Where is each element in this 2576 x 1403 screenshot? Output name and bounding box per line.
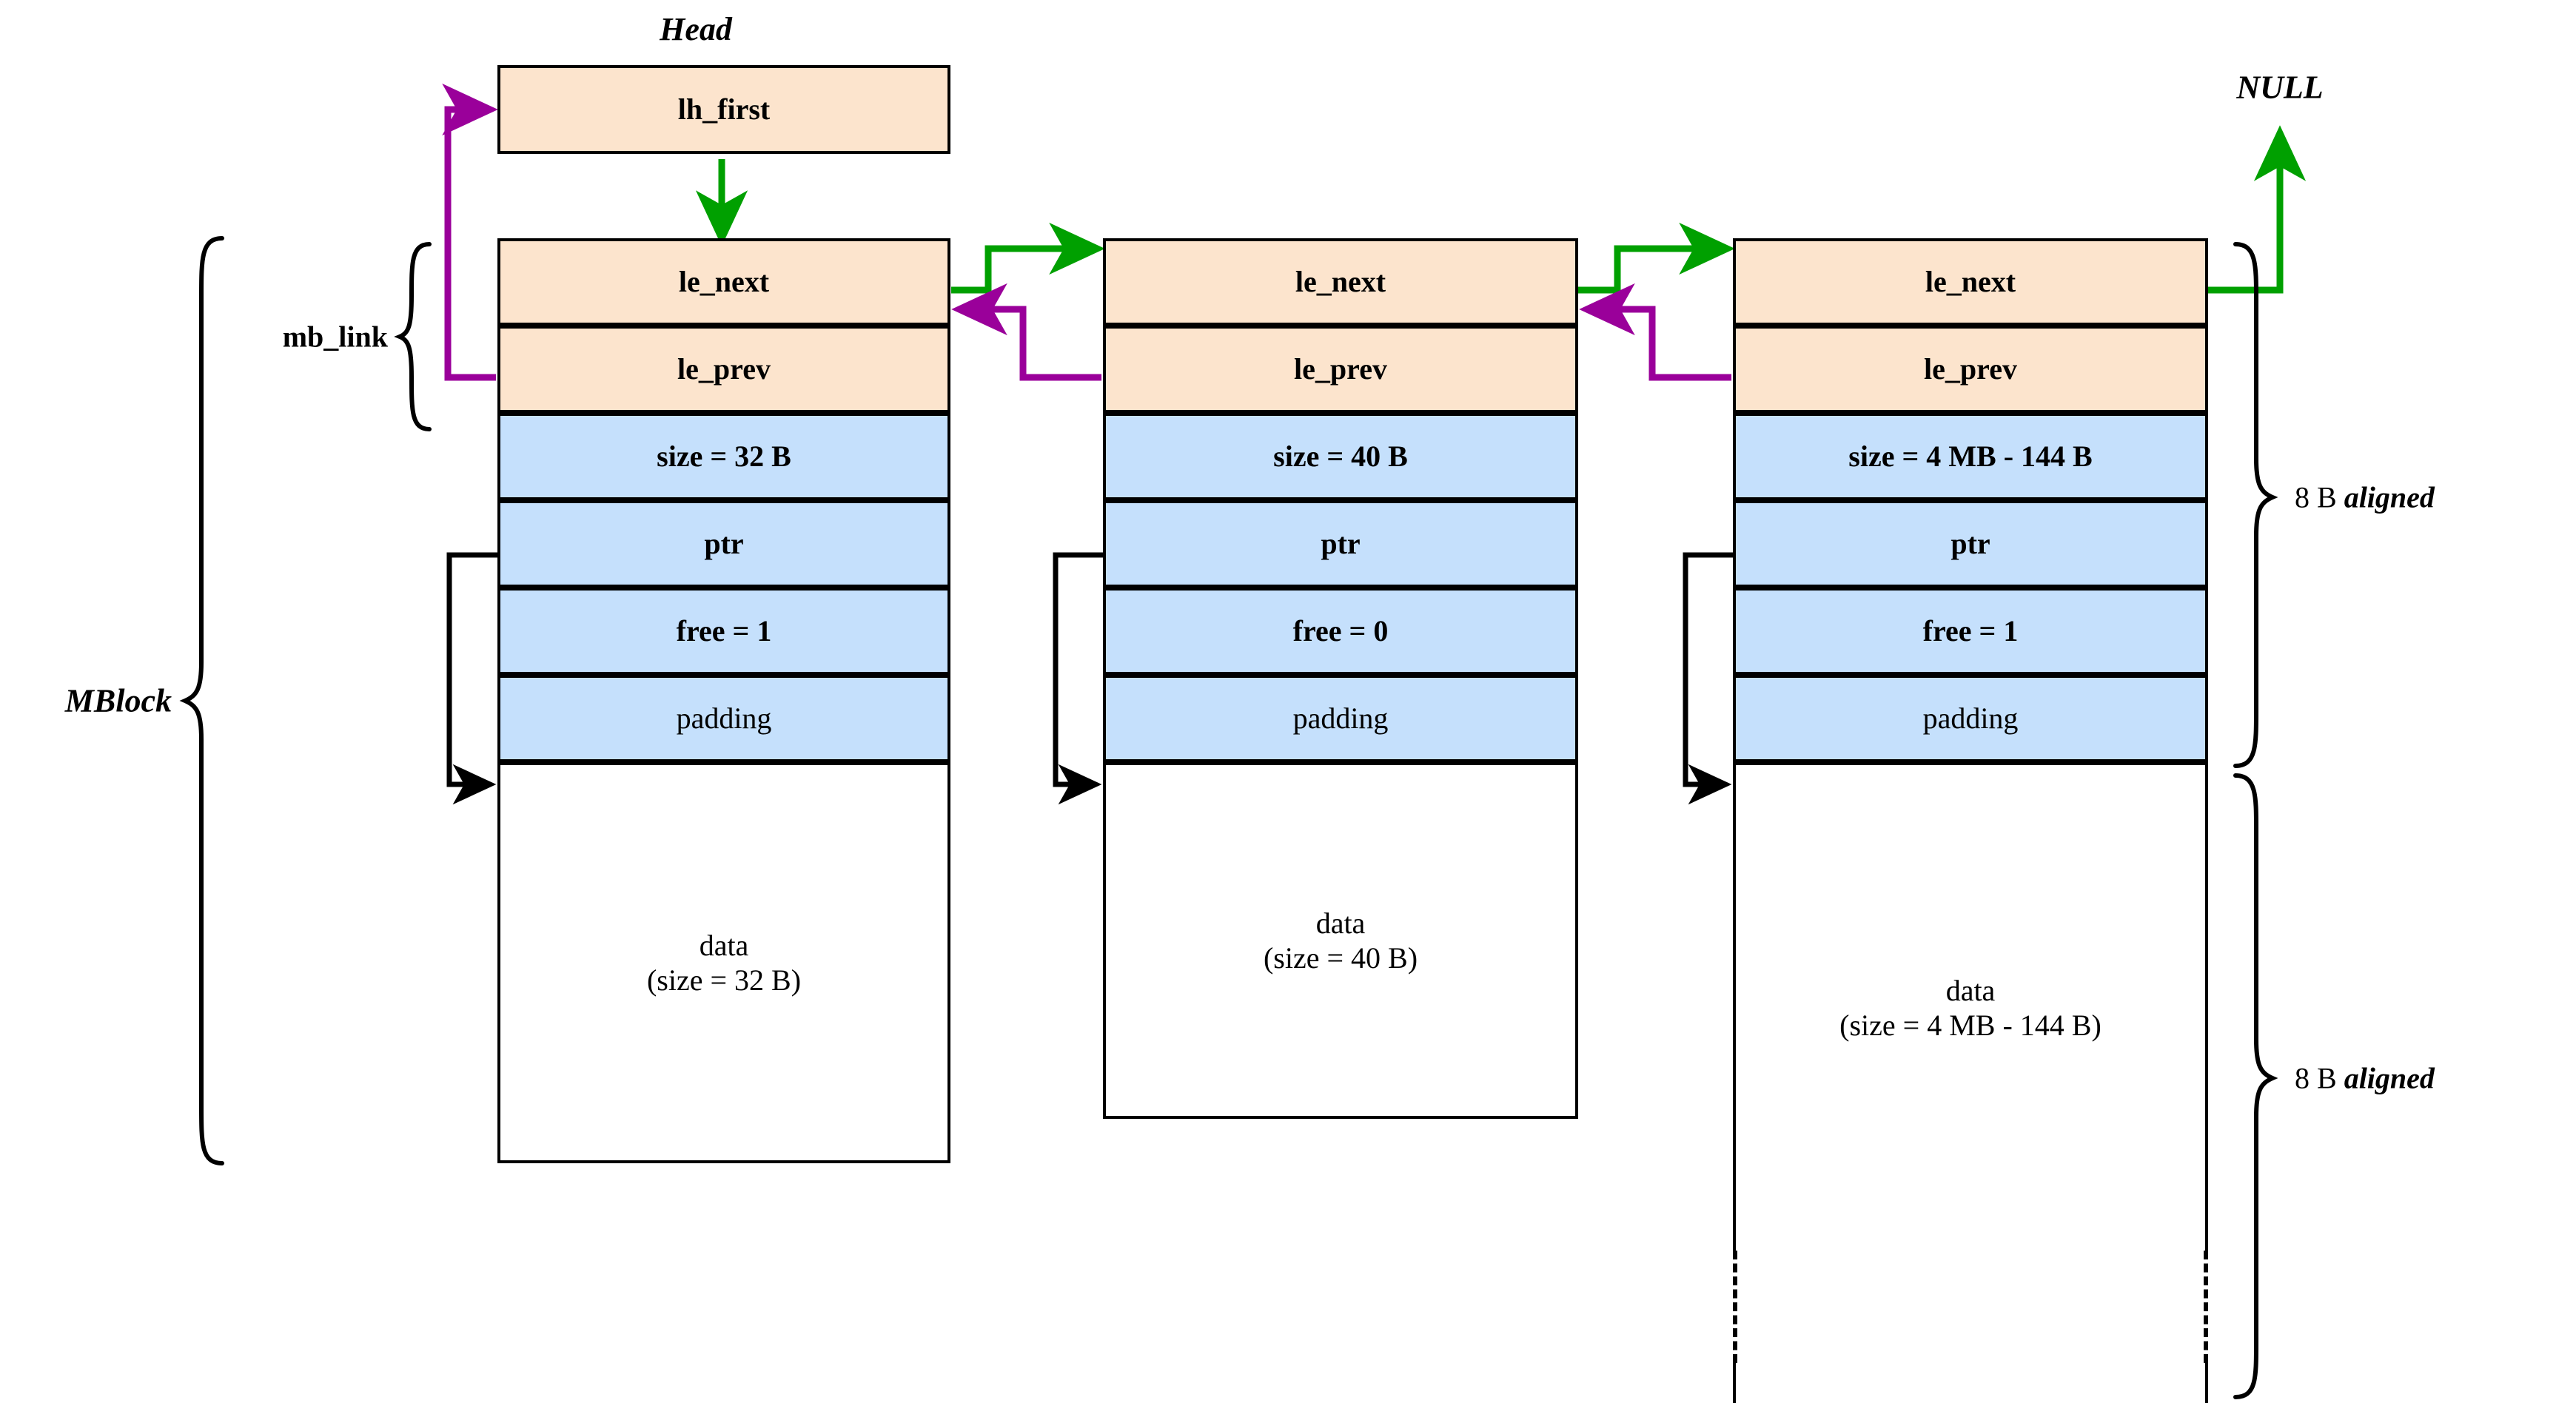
mblock-1-free-label: free = 1 [676,614,772,648]
next-arrow-block2-to-block3 [1578,222,1735,294]
mblock-3-le-prev-label: le_prev [1924,352,2017,386]
mblock-3-le-next-label: le_next [1925,265,2016,299]
head-lh-first-label: lh_first [677,92,771,127]
ptr-arrow-block1 [446,552,497,805]
mblock-3-free-row[interactable]: free = 1 [1733,588,2208,675]
prev-arrow-block1-to-head [442,83,498,381]
mblock-3-padding-label: padding [1922,702,2019,736]
mblock-2-data-label: data [1315,906,1366,940]
mblock-1-le-prev-row[interactable]: le_prev [497,326,950,413]
mblock-1-padding-label: padding [676,702,772,736]
mblock-2-le-next-label: le_next [1295,265,1386,299]
next-arrow-block3-to-null [2208,125,2307,294]
mblock-3-data-tail[interactable] [1733,1363,2208,1403]
aligned-brace-data [2233,773,2278,1399]
mblock-1-ptr-row[interactable]: ptr [497,500,950,588]
mblock-2-le-prev-label: le_prev [1294,352,1387,386]
mb-link-brace [394,242,432,431]
mblock-2-le-prev-row[interactable]: le_prev [1103,326,1578,413]
prev-arrow-block2-to-block1 [951,283,1101,381]
mblock-3-data-size-label: (size = 4 MB - 144 B) [1839,1009,2102,1042]
ptr-arrow-block3 [1683,552,1733,805]
mblock-3-le-next-row[interactable]: le_next [1733,238,2208,326]
mblock-3-data-row[interactable]: data (size = 4 MB - 144 B) [1733,762,2208,1251]
mblock-brace [179,236,224,1165]
mblock-label: MBlock [64,682,172,719]
mblock-2-data-size-label: (size = 40 B) [1263,941,1418,975]
mblock-2-le-next-row[interactable]: le_next [1103,238,1578,326]
mblock-2-ptr-row[interactable]: ptr [1103,500,1578,588]
prev-arrow-block3-to-block2 [1579,283,1731,381]
mblock-1-size-label: size = 32 B [657,440,791,474]
mblock-1-data-size-label: (size = 32 B) [646,963,802,997]
mblock-3-padding-row[interactable]: padding [1733,675,2208,762]
mblock-2-free-row[interactable]: free = 0 [1103,588,1578,675]
aligned-data-emph: aligned [2344,1061,2435,1095]
mblock-1-data-label: data [699,928,749,962]
mblock-1-ptr-label: ptr [704,527,744,561]
head-lh-first-row[interactable]: lh_first [497,65,950,154]
aligned-brace-header [2233,242,2278,768]
mblock-1-le-next-row[interactable]: le_next [497,238,950,326]
mblock-3-ptr-row[interactable]: ptr [1733,500,2208,588]
head-struct: lh_first [497,65,950,154]
aligned-label-data: 8 B aligned [2295,1061,2435,1096]
mblock-1-data-row[interactable]: data (size = 32 B) [497,762,950,1163]
aligned-header-prefix: 8 B [2295,480,2344,514]
mblock-1-le-prev-label: le_prev [677,352,771,386]
mblock-2-size-row[interactable]: size = 40 B [1103,413,1578,500]
mblock-1-le-next-label: le_next [678,265,770,299]
mb-link-label: mb_link [282,320,388,354]
mblock-2-padding-label: padding [1292,702,1389,736]
null-label: NULL [2236,69,2324,106]
mblock-1: le_next le_prev size = 32 B ptr free = 1… [497,238,950,1163]
mblock-3-le-prev-row[interactable]: le_prev [1733,326,2208,413]
mblock-3: le_next le_prev size = 4 MB - 144 B ptr … [1733,238,2208,1403]
mblock-3-ptr-label: ptr [1951,527,1990,561]
next-arrow-block1-to-block2 [951,222,1105,294]
mblock-2-size-label: size = 40 B [1273,440,1408,474]
mblock-2-padding-row[interactable]: padding [1103,675,1578,762]
aligned-data-prefix: 8 B [2295,1061,2344,1095]
mblock-2: le_next le_prev size = 40 B ptr free = 0… [1103,238,1578,1119]
mblock-3-free-label: free = 1 [1922,614,2019,648]
mblock-1-padding-row[interactable]: padding [497,675,950,762]
mblock-2-ptr-label: ptr [1321,527,1361,561]
mblock-3-size-row[interactable]: size = 4 MB - 144 B [1733,413,2208,500]
aligned-label-header: 8 B aligned [2295,480,2435,515]
ptr-arrow-block2 [1053,552,1103,805]
mblock-1-free-row[interactable]: free = 1 [497,588,950,675]
head-title: Head [660,11,732,47]
mblock-1-size-row[interactable]: size = 32 B [497,413,950,500]
mblock-3-size-label: size = 4 MB - 144 B [1848,440,2093,474]
mblock-3-data-break [1733,1251,2208,1363]
mblock-2-data-row[interactable]: data (size = 40 B) [1103,762,1578,1119]
mblock-2-free-label: free = 0 [1292,614,1389,648]
aligned-header-emph: aligned [2344,480,2435,514]
mblock-3-data-label: data [1945,973,1996,1007]
